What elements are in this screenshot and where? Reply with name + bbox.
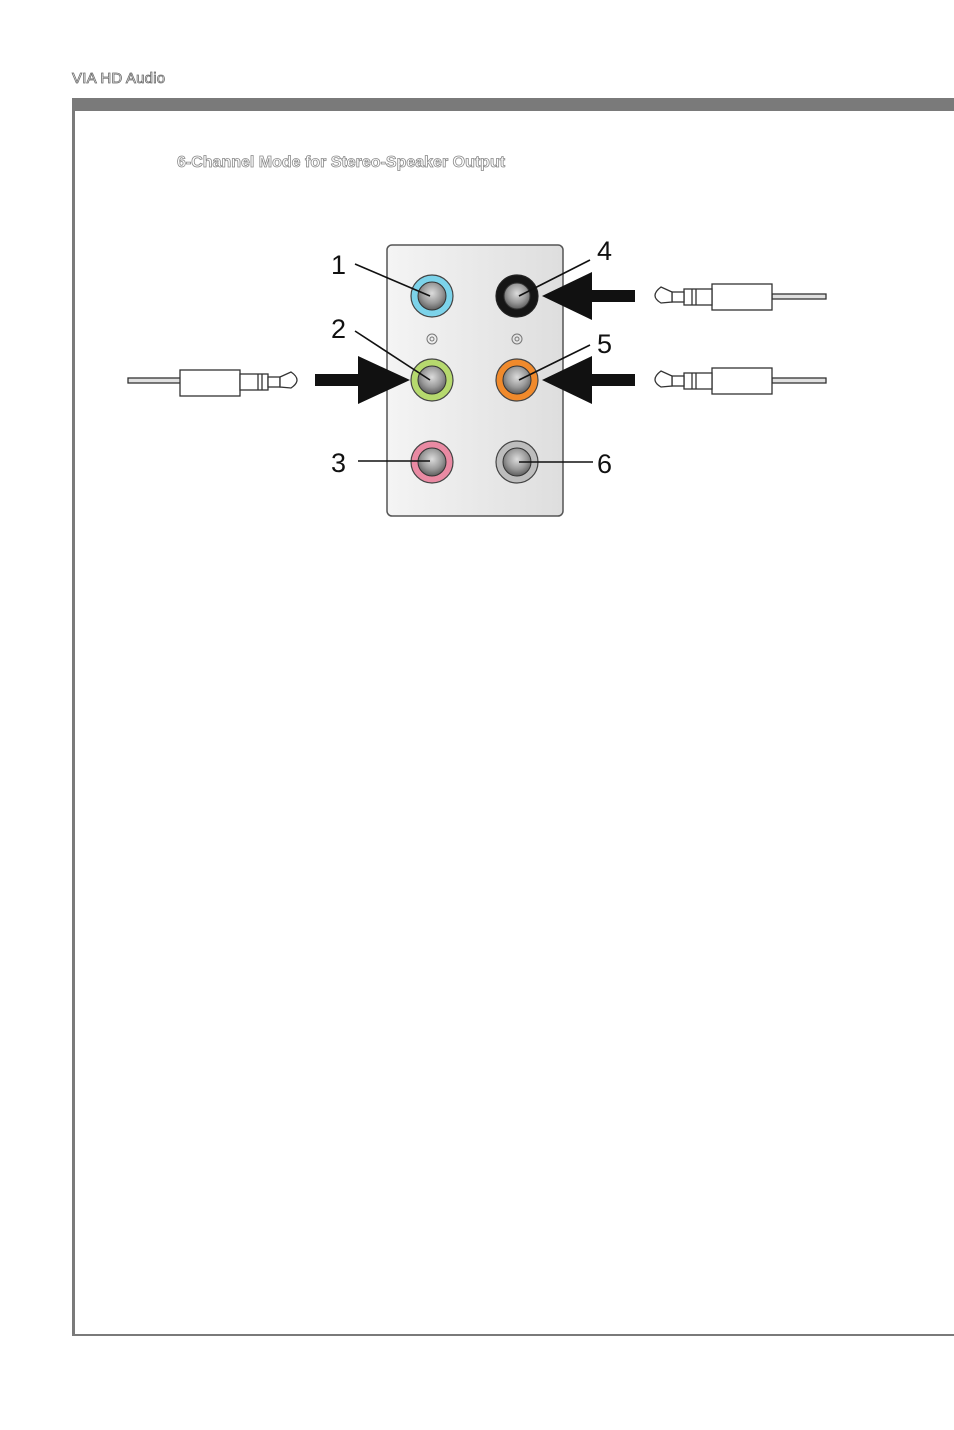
audio-plug-right-middle-icon [655,368,826,394]
jack-number-5: 5 [597,329,612,359]
jack-number-3: 3 [331,448,346,478]
jack-1 [411,275,453,317]
jack-number-6: 6 [597,449,612,479]
jack-number-2: 2 [331,314,346,344]
jack-5 [496,359,538,401]
audio-plug-right-top-icon [655,284,826,310]
audio-plug-left-icon [128,370,297,396]
jack-number-1: 1 [331,250,346,280]
jack-4 [496,275,538,317]
jack-2 [411,359,453,401]
jack-number-4: 4 [597,236,612,266]
jack-3 [411,441,453,483]
